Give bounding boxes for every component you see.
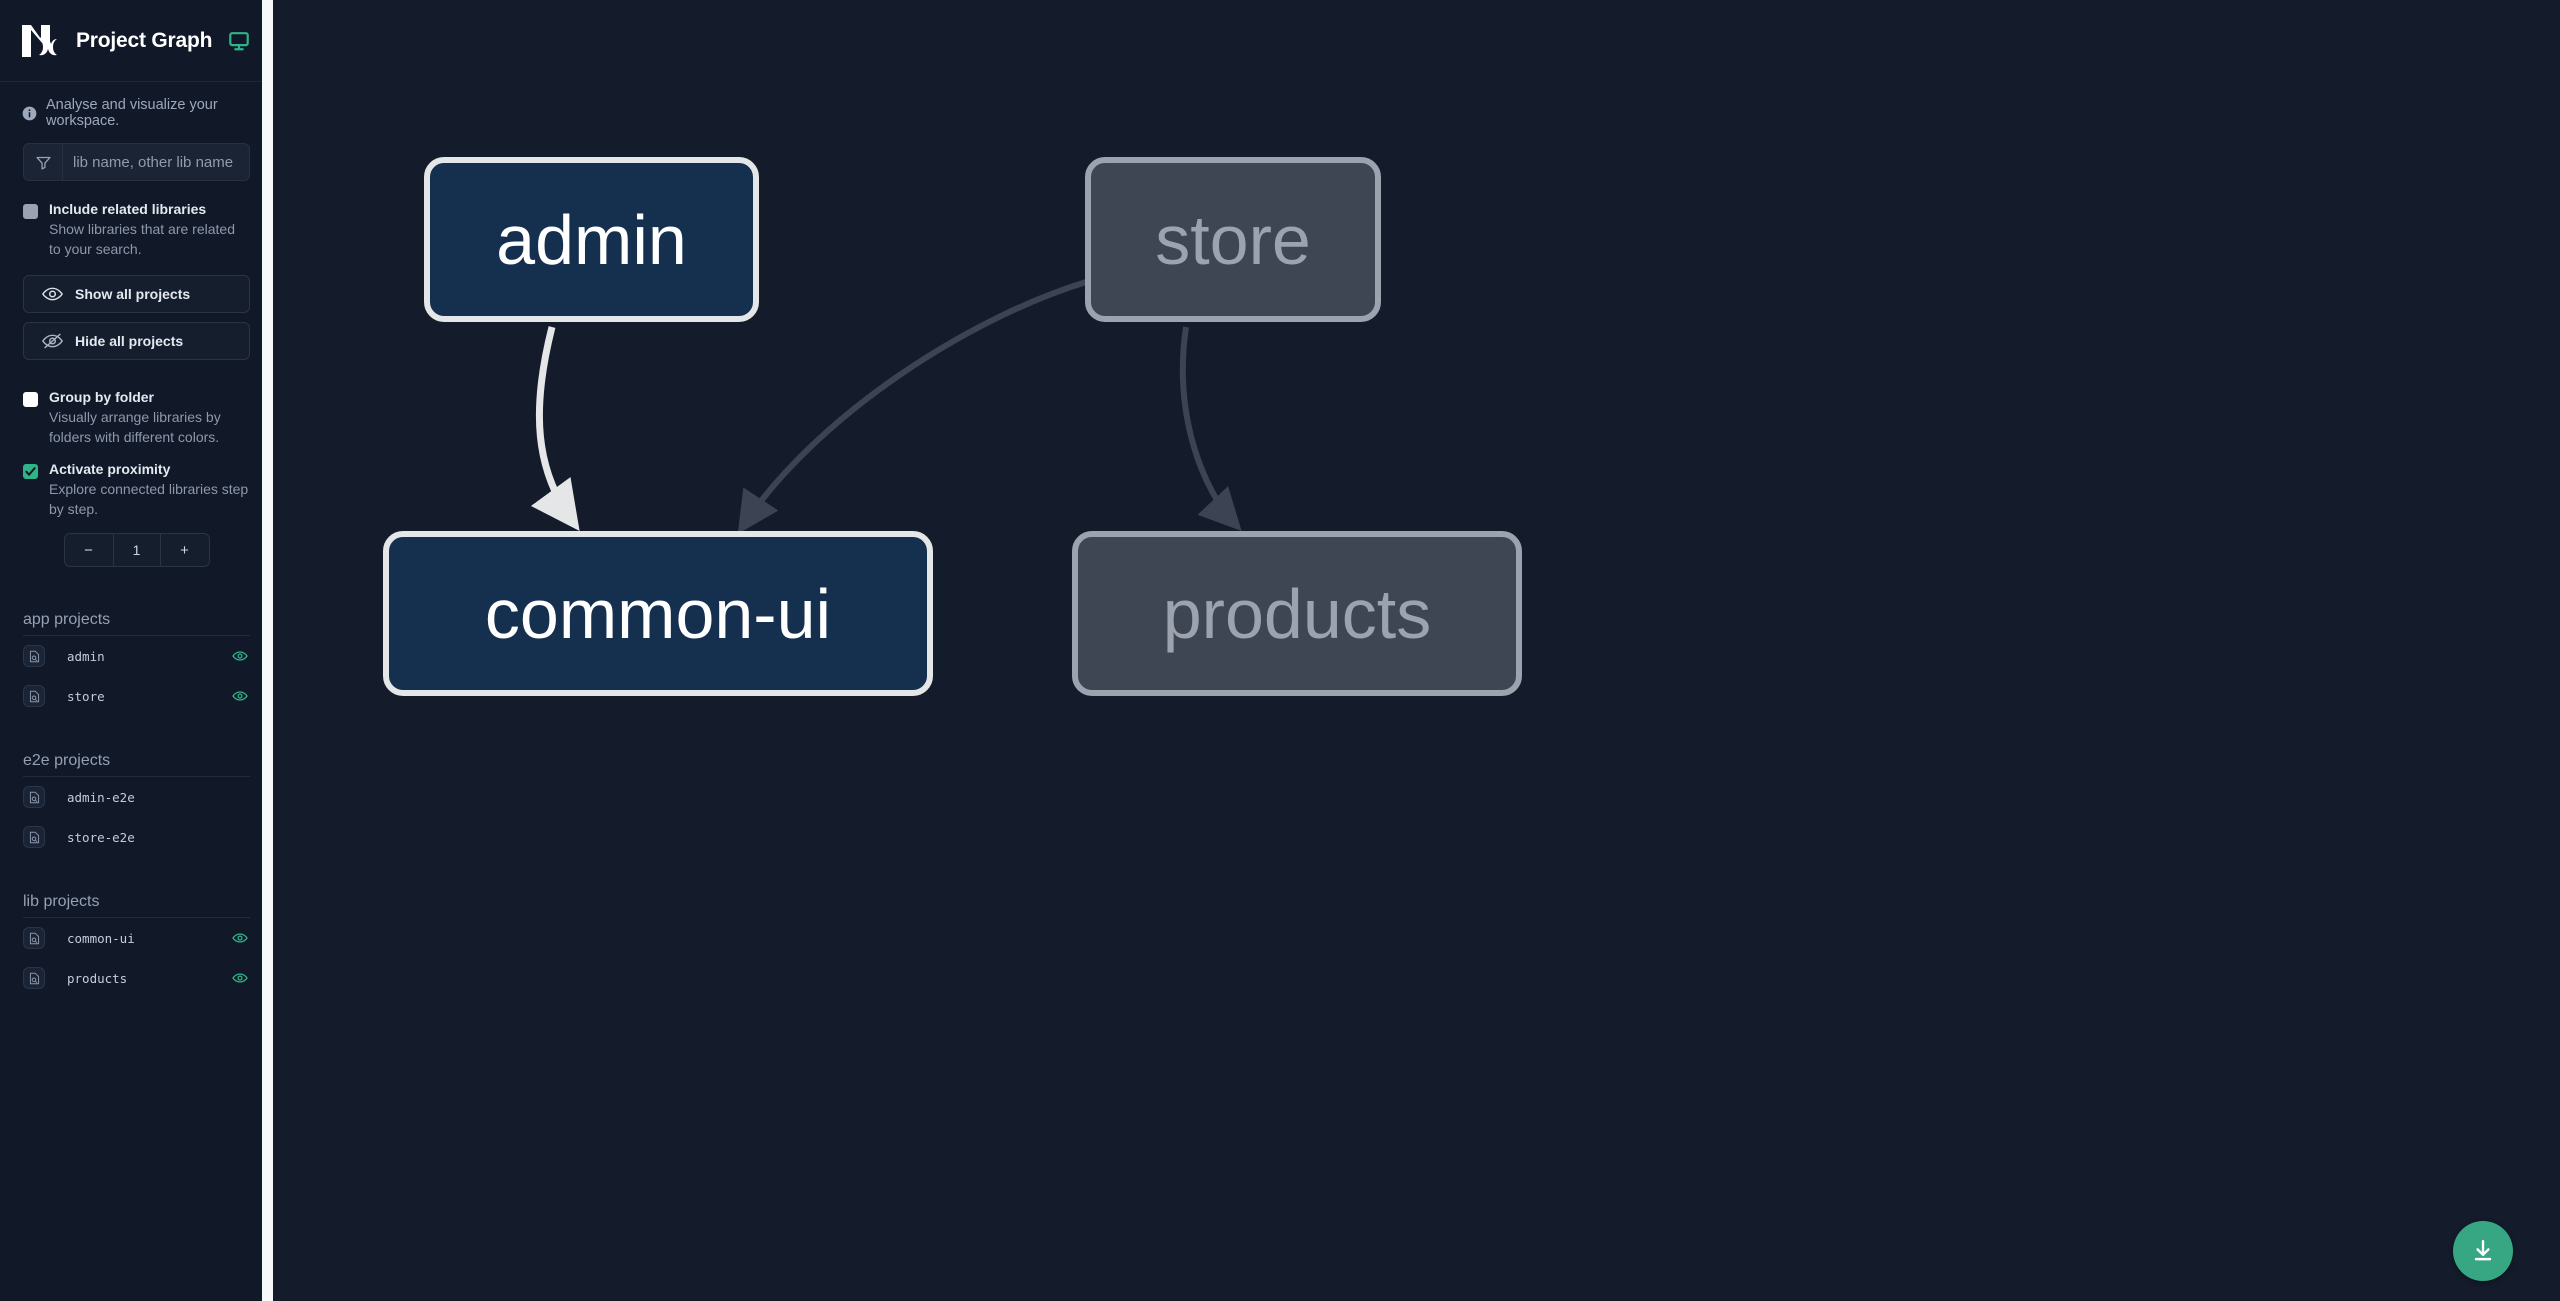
project-name: admin bbox=[67, 648, 105, 664]
project-group-heading: lib projects bbox=[23, 893, 250, 918]
graph-node-label: store bbox=[1155, 200, 1311, 279]
project-row-common-ui[interactable]: common-ui bbox=[23, 918, 250, 958]
project-row-store[interactable]: store bbox=[23, 676, 250, 716]
project-icon bbox=[23, 786, 45, 808]
project-row-store-e2e[interactable]: store-e2e bbox=[23, 817, 250, 857]
project-icon bbox=[23, 645, 45, 667]
proximity-value: 1 bbox=[112, 534, 161, 566]
project-name: admin-e2e bbox=[67, 789, 135, 805]
edge-store-to-common-ui bbox=[737, 279, 1087, 535]
option-title: Activate proximity bbox=[49, 461, 171, 477]
option-group-by-folder[interactable]: Group by folder Visually arrange librari… bbox=[0, 369, 273, 447]
checkbox-group-by-folder[interactable] bbox=[23, 392, 38, 407]
edge-admin-to-common-ui bbox=[530, 326, 580, 532]
proximity-stepper: − 1 + bbox=[63, 533, 210, 567]
option-description: Explore connected libraries step by step… bbox=[49, 481, 249, 517]
project-group-lib: lib projects common-ui bbox=[0, 893, 273, 998]
project-icon bbox=[23, 967, 45, 989]
search-input[interactable] bbox=[63, 144, 249, 180]
visibility-eye-icon[interactable] bbox=[232, 970, 248, 986]
project-icon bbox=[23, 826, 45, 848]
project-row-products[interactable]: products bbox=[23, 958, 250, 998]
project-group-heading: e2e projects bbox=[23, 752, 250, 777]
visibility-eye-icon[interactable] bbox=[232, 648, 248, 664]
eye-off-icon bbox=[42, 333, 63, 349]
project-group-e2e: e2e projects admin-e2e bbox=[0, 752, 273, 857]
download-button[interactable] bbox=[2453, 1221, 2513, 1281]
edge-store-to-products bbox=[1179, 326, 1242, 531]
eye-icon bbox=[42, 287, 63, 301]
option-activate-proximity[interactable]: Activate proximity Explore connected lib… bbox=[0, 447, 273, 519]
search-wrap bbox=[0, 143, 273, 181]
graph-node-store[interactable]: store bbox=[1085, 157, 1381, 322]
sidebar-scroll-region[interactable]: Project Graph Analyse and visualize your… bbox=[0, 0, 273, 1301]
hide-all-projects-button[interactable]: Hide all projects bbox=[23, 322, 250, 360]
sidebar-scrollbar[interactable] bbox=[262, 0, 273, 1301]
proximity-decrement-button[interactable]: − bbox=[84, 541, 93, 559]
project-name: store-e2e bbox=[67, 829, 135, 845]
show-all-projects-label: Show all projects bbox=[75, 286, 191, 302]
page-title: Project Graph bbox=[76, 28, 213, 52]
funnel-icon bbox=[24, 144, 63, 180]
graph-canvas[interactable]: admin store common-ui products bbox=[273, 0, 2560, 1301]
check-icon bbox=[25, 467, 36, 476]
show-all-projects-button[interactable]: Show all projects bbox=[23, 275, 250, 313]
option-title: Include related libraries bbox=[49, 201, 207, 217]
tagline-text: Analyse and visualize your workspace. bbox=[46, 97, 218, 129]
option-include-related-libraries[interactable]: Include related libraries Show libraries… bbox=[0, 181, 273, 259]
project-icon bbox=[23, 927, 45, 949]
project-name: products bbox=[67, 970, 128, 986]
monitor-icon[interactable] bbox=[228, 30, 250, 52]
checkbox-activate-proximity[interactable] bbox=[23, 464, 38, 479]
graph-node-common-ui[interactable]: common-ui bbox=[383, 531, 933, 696]
project-row-admin-e2e[interactable]: admin-e2e bbox=[23, 777, 250, 817]
sidebar-header: Project Graph bbox=[0, 0, 273, 82]
hide-all-projects-label: Hide all projects bbox=[75, 333, 184, 349]
project-name: store bbox=[67, 688, 105, 704]
project-name: common-ui bbox=[67, 930, 135, 946]
graph-node-products[interactable]: products bbox=[1072, 531, 1522, 696]
project-row-admin[interactable]: admin bbox=[23, 636, 250, 676]
group-spacer bbox=[0, 857, 273, 893]
sidebar: Project Graph Analyse and visualize your… bbox=[0, 0, 273, 1301]
project-icon bbox=[23, 685, 45, 707]
project-group-heading: app projects bbox=[23, 611, 250, 636]
option-title: Group by folder bbox=[49, 389, 154, 405]
proximity-increment-button[interactable]: + bbox=[180, 541, 189, 559]
search-box[interactable] bbox=[23, 143, 250, 181]
option-description: Visually arrange libraries by folders wi… bbox=[49, 409, 221, 445]
graph-node-label: products bbox=[1162, 574, 1432, 653]
info-icon bbox=[22, 106, 37, 120]
group-spacer bbox=[0, 716, 273, 752]
graph-node-label: common-ui bbox=[484, 574, 832, 653]
option-description: Show libraries that are related to your … bbox=[49, 221, 235, 257]
bulk-visibility-buttons: Show all projects Hide all projects bbox=[0, 259, 273, 360]
project-group-app: app projects admin bbox=[0, 611, 273, 716]
proximity-stepper-wrap: − 1 + bbox=[0, 519, 273, 567]
graph-node-admin[interactable]: admin bbox=[424, 157, 759, 322]
graph-node-label: admin bbox=[496, 200, 687, 279]
graph-edges bbox=[530, 279, 1242, 535]
download-icon bbox=[2474, 1240, 2492, 1261]
tagline-row: Analyse and visualize your workspace. bbox=[0, 82, 273, 143]
visibility-eye-icon[interactable] bbox=[232, 688, 248, 704]
nx-logo-icon bbox=[20, 21, 64, 61]
visibility-eye-icon[interactable] bbox=[232, 930, 248, 946]
checkbox-include-related-libraries[interactable] bbox=[23, 204, 38, 219]
